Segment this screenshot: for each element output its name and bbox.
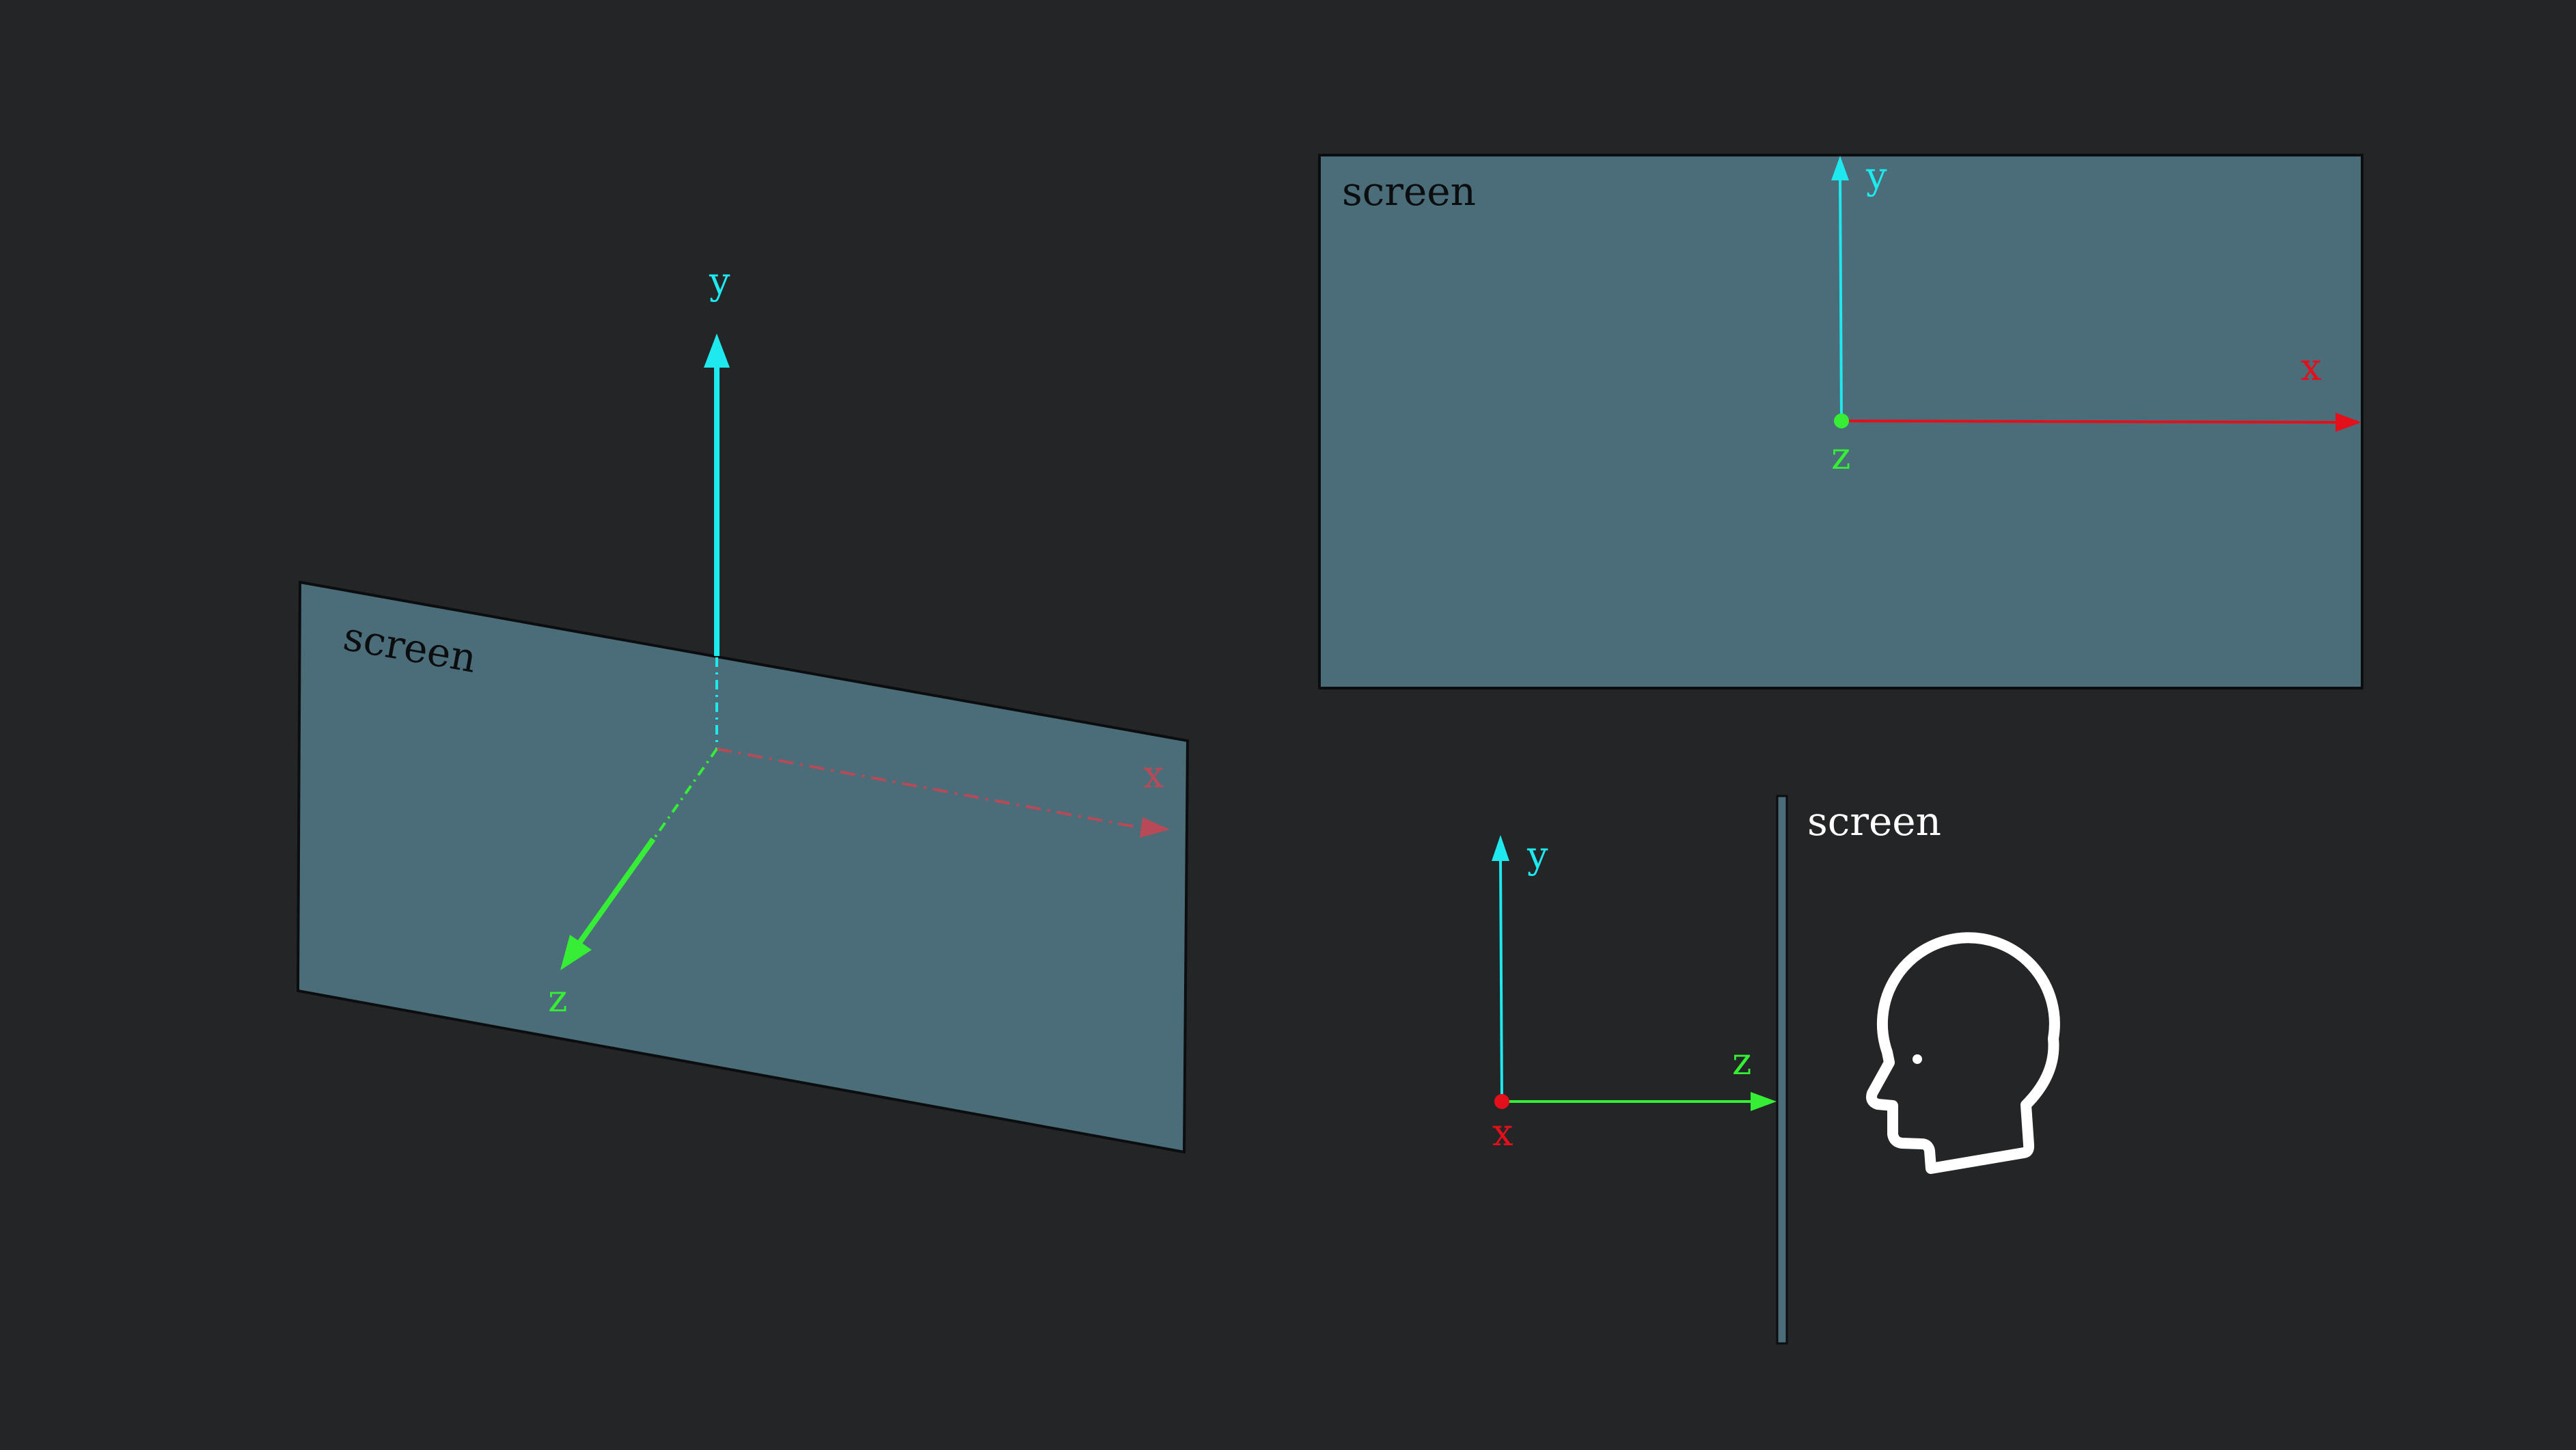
front-y-axis	[1839, 178, 1843, 422]
perspective-y-label: y	[709, 260, 730, 303]
front-z-label: z	[1831, 435, 1850, 478]
front-y-arrowhead	[1831, 156, 1849, 180]
perspective-z-axis-hidden	[653, 748, 718, 839]
front-view: screen y x z	[1318, 154, 2363, 689]
side-x-label: x	[1492, 1111, 1513, 1154]
front-screen-label: screen	[1342, 168, 1476, 215]
side-screen-label: screen	[1807, 798, 1941, 845]
side-screen-edge	[1776, 795, 1788, 1345]
side-y-axis	[1499, 860, 1503, 1102]
head-profile-icon	[1866, 932, 2060, 1174]
side-z-arrowhead	[1751, 1092, 1777, 1111]
side-z-label: z	[1732, 1040, 1751, 1083]
perspective-y-arrowhead	[704, 333, 730, 368]
perspective-z-arrowhead	[560, 935, 592, 970]
side-x-axis-dot	[1494, 1094, 1509, 1109]
front-y-label: y	[1865, 154, 1887, 197]
perspective-screen-plane	[296, 580, 1190, 1154]
perspective-z-label: z	[548, 977, 567, 1020]
front-z-axis-dot	[1834, 413, 1849, 428]
side-y-label: y	[1526, 834, 1548, 877]
perspective-x-label: x	[1143, 753, 1164, 796]
perspective-view: screen y x z	[296, 260, 1190, 1154]
front-x-axis	[1841, 420, 2336, 424]
side-view: screen y z x	[1492, 795, 2060, 1345]
front-x-arrowhead	[2335, 413, 2361, 432]
perspective-x-axis-hidden	[716, 748, 1140, 829]
perspective-z-axis	[575, 837, 656, 948]
front-x-label: x	[2301, 346, 2321, 389]
side-y-arrowhead	[1492, 835, 1509, 861]
perspective-x-arrowhead	[1140, 817, 1170, 838]
